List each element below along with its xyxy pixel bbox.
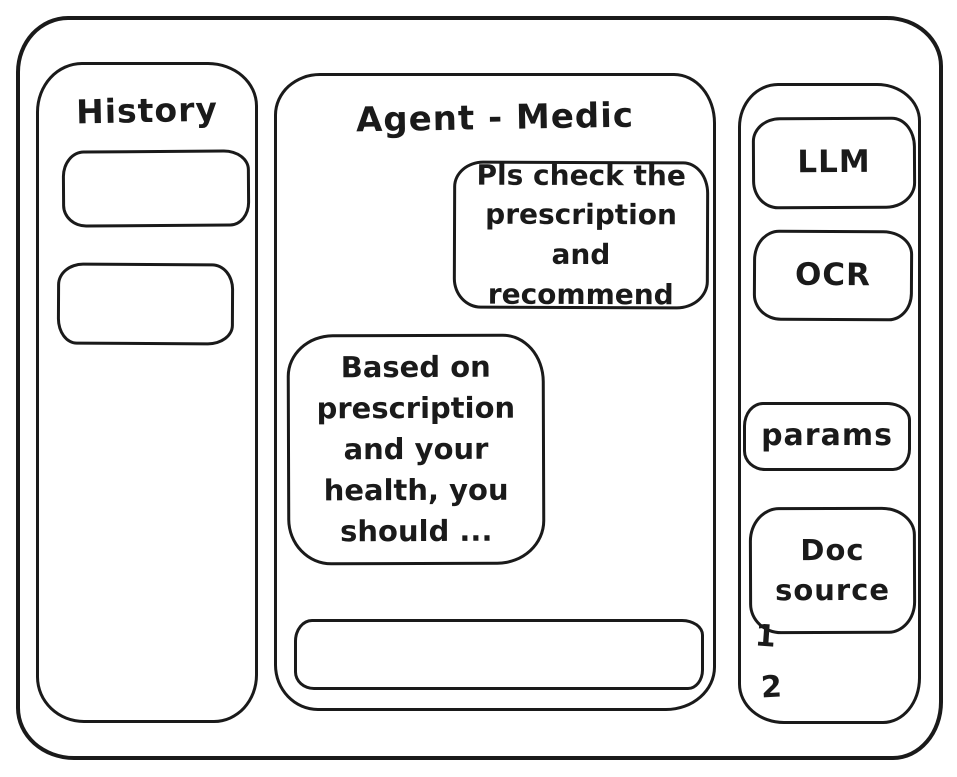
history-sidebar: History [36,62,258,723]
history-item-1[interactable] [61,149,251,228]
llm-button[interactable]: LLM [751,116,917,210]
chat-panel: Agent - Medic Pls check the prescription… [274,73,716,711]
tools-sidebar: LLM OCR params Doc source 1 2 [738,83,921,724]
history-item-2[interactable] [56,262,235,346]
doc-source-item-1[interactable]: 1 [753,618,778,655]
user-message-bubble: Pls check the prescription and recommend [452,158,710,311]
ocr-button[interactable]: OCR [752,229,914,322]
chat-title: Agent - Medic [355,95,635,141]
chat-input[interactable] [294,619,704,690]
doc-source-item-2[interactable]: 2 [760,669,783,706]
assistant-message-bubble: Based on prescription and your health, y… [286,333,546,566]
doc-source-button[interactable]: Doc source [748,506,917,635]
history-title: History [75,89,219,132]
params-button[interactable]: params [743,402,911,471]
